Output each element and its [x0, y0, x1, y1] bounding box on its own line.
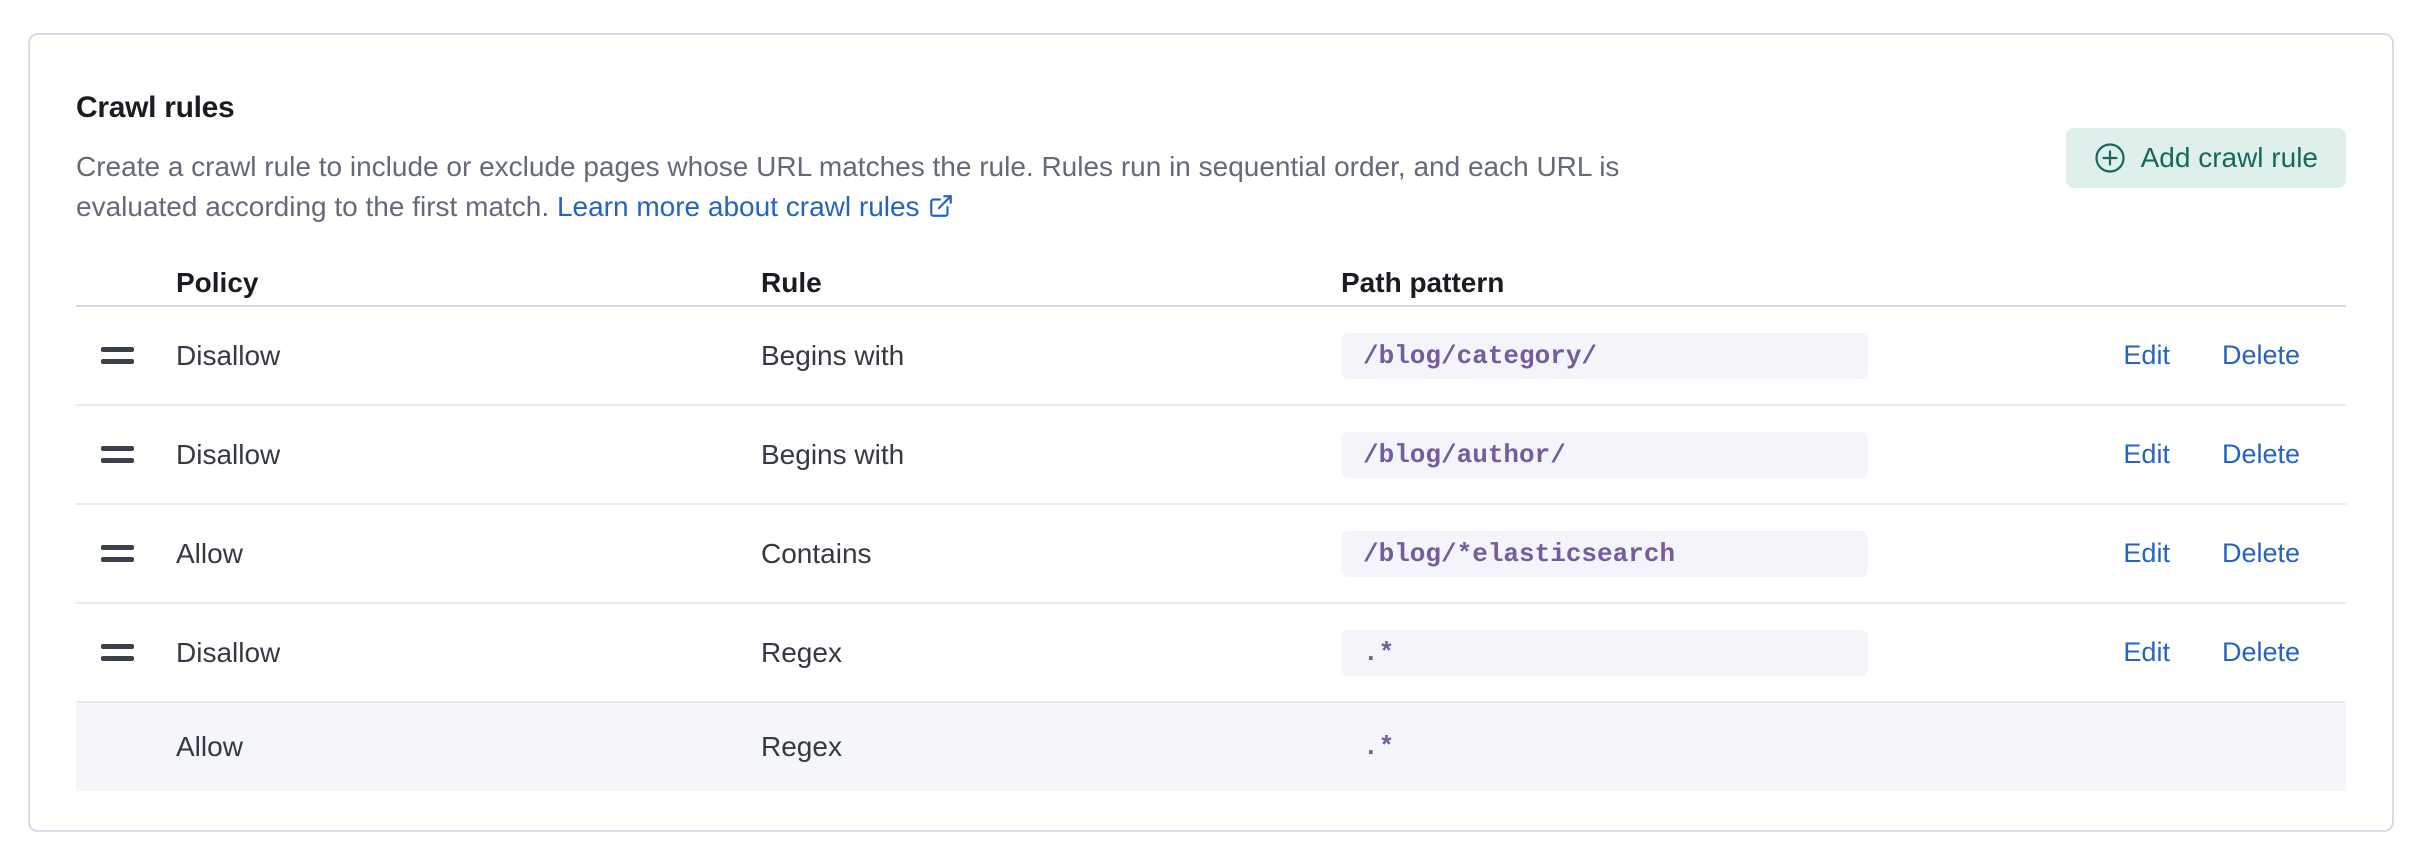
rule-cell: Regex: [761, 731, 842, 762]
drag-cell: [76, 644, 176, 661]
table-row: Disallow Begins with /blog/author/ Edit …: [76, 406, 2346, 505]
edit-rule-link[interactable]: Edit: [2123, 439, 2170, 469]
path-pattern-cell: .*: [1341, 732, 2132, 762]
drag-cell: [76, 545, 176, 562]
crawl-rules-table: Policy Rule Path pattern Disallow Begins…: [76, 261, 2346, 791]
panel-description: Create a crawl rule to include or exclud…: [76, 147, 1726, 227]
drag-handle-icon[interactable]: [101, 545, 134, 562]
edit-rule-link[interactable]: Edit: [2123, 637, 2170, 667]
path-pattern-cell: /blog/author/: [1341, 431, 2132, 478]
row-actions: Edit Delete: [2123, 637, 2346, 668]
policy-cell: Disallow: [176, 339, 281, 371]
learn-more-link-label: Learn more about crawl rules: [556, 191, 920, 222]
delete-rule-link[interactable]: Delete: [2221, 538, 2300, 568]
delete-rule-link[interactable]: Delete: [2221, 637, 2300, 667]
path-pattern-cell: /blog/*elasticsearch: [1341, 530, 2132, 577]
column-header-path-pattern: Path pattern: [1341, 267, 1505, 298]
policy-cell: Allow: [176, 731, 243, 762]
delete-rule-link[interactable]: Delete: [2221, 439, 2300, 469]
external-link-icon: [929, 195, 952, 217]
policy-cell: Disallow: [176, 438, 281, 470]
row-actions: Edit Delete: [2123, 340, 2346, 371]
drag-handle-icon[interactable]: [101, 644, 134, 661]
policy-cell: Disallow: [176, 636, 281, 668]
panel-header: Crawl rules Create a crawl rule to inclu…: [76, 89, 2346, 227]
panel-header-text: Crawl rules Create a crawl rule to inclu…: [76, 89, 1726, 227]
rule-cell: Contains: [761, 537, 872, 569]
drag-handle-icon[interactable]: [101, 446, 134, 463]
path-pattern-code: /blog/author/: [1341, 431, 1868, 478]
default-rule-row: Allow Regex .*: [76, 703, 2346, 791]
learn-more-link[interactable]: Learn more about crawl rules: [557, 191, 954, 222]
row-actions: Edit Delete: [2123, 439, 2346, 470]
rule-cell: Regex: [761, 636, 842, 668]
table-row: Disallow Regex .* Edit Delete: [76, 604, 2346, 703]
policy-cell: Allow: [176, 537, 243, 569]
add-crawl-rule-label: Add crawl rule: [2140, 142, 2318, 173]
path-pattern-cell: /blog/category/: [1341, 332, 2132, 379]
table-row: Disallow Begins with /blog/category/ Edi…: [76, 307, 2346, 406]
column-header-policy: Policy: [176, 267, 259, 298]
delete-rule-link[interactable]: Delete: [2221, 340, 2300, 370]
drag-cell: [76, 347, 176, 364]
path-pattern-code: .*: [1341, 629, 1868, 676]
table-row: Allow Contains /blog/*elasticsearch Edit…: [76, 505, 2346, 604]
edit-rule-link[interactable]: Edit: [2123, 538, 2170, 568]
drag-cell: [76, 446, 176, 463]
path-pattern-cell: .*: [1341, 629, 2132, 676]
plus-circle-icon: [2094, 143, 2125, 173]
add-crawl-rule-button[interactable]: Add crawl rule: [2065, 128, 2346, 188]
page-title: Crawl rules: [76, 91, 235, 124]
crawl-rules-panel: Crawl rules Create a crawl rule to inclu…: [28, 33, 2394, 832]
path-pattern-code: /blog/*elasticsearch: [1341, 530, 1868, 577]
table-header-row: Policy Rule Path pattern: [76, 261, 2346, 307]
description-text: Create a crawl rule to include or exclud…: [76, 151, 1620, 222]
path-pattern-code: /blog/category/: [1341, 332, 1868, 379]
column-header-rule: Rule: [761, 267, 822, 298]
rule-cell: Begins with: [761, 339, 905, 371]
row-actions: Edit Delete: [2123, 538, 2346, 569]
path-pattern-code: .*: [1363, 732, 1395, 762]
drag-handle-icon[interactable]: [101, 347, 134, 364]
rule-cell: Begins with: [761, 438, 905, 470]
edit-rule-link[interactable]: Edit: [2123, 340, 2170, 370]
